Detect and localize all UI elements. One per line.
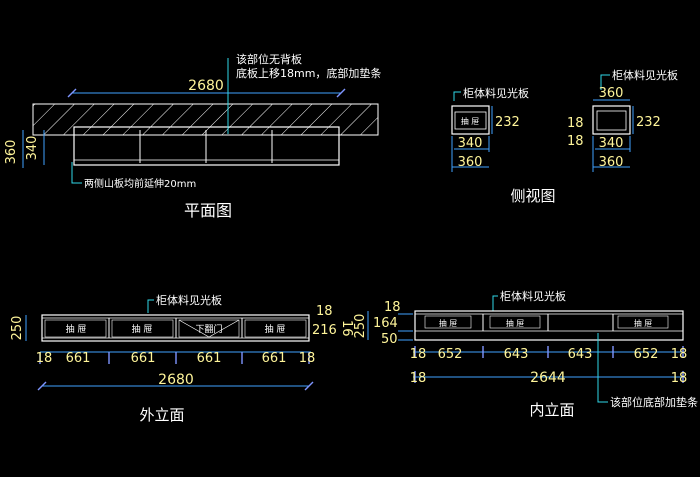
inner-dim-3: 643 <box>568 347 593 362</box>
outer-flap: 下翻门 <box>195 323 222 335</box>
plan-note-side: 两侧山板均前延伸20mm <box>84 177 196 190</box>
side-left-label: 柜体料见光板 <box>463 86 529 100</box>
inner-drawer-2: 抽 屉 <box>506 318 525 328</box>
outer-dim-1: 661 <box>66 351 91 366</box>
inner-left-height: 250 <box>353 314 368 339</box>
plan-title: 平面图 <box>184 201 232 220</box>
side-right-label: 柜体料见光板 <box>612 68 678 82</box>
plan-width-dim: 2680 <box>188 78 224 94</box>
inner-dim-0: 18 <box>410 347 427 362</box>
outer-drawer-1: 抽 屉 <box>66 323 87 335</box>
inner-note: 该部位底部加垫条 <box>610 395 698 409</box>
side-right-t2: 18 <box>567 134 584 149</box>
outer-total: 2680 <box>158 372 194 388</box>
inner-dim-4: 652 <box>634 347 659 362</box>
side-left-cabinet <box>451 105 490 135</box>
inner-dim-5: 18 <box>671 347 688 362</box>
outer-cabinet <box>41 314 310 342</box>
outer-dim-5: 18 <box>299 351 316 366</box>
plan-depth-inner: 340 <box>25 136 40 161</box>
side-right-h: 232 <box>636 115 661 130</box>
outer-dim-4: 661 <box>262 351 287 366</box>
plan-view: 2680 360 340 该部位无背板 底板上移18mm，底部加垫条 两侧山板均… <box>4 52 381 220</box>
side-right-w-outer: 360 <box>599 155 624 170</box>
side-left-w-outer: 360 <box>458 155 483 170</box>
inner-label: 柜体料见光板 <box>500 289 566 303</box>
plan-note-no-back: 该部位无背板 <box>236 52 302 66</box>
outer-dim-0: 18 <box>36 351 53 366</box>
outer-drawer-3: 抽 屉 <box>265 323 286 335</box>
inner-total-right: 18 <box>671 371 688 386</box>
inner-left-top: 18 <box>384 300 401 315</box>
plan-depth-outer: 360 <box>4 140 19 165</box>
inner-drawer-1: 抽 屉 <box>439 318 458 328</box>
outer-label: 柜体料见光板 <box>156 293 222 307</box>
side-right-t1: 18 <box>567 116 584 131</box>
plan-hatched-top <box>32 103 379 136</box>
side-right-top: 360 <box>599 86 624 101</box>
inner-drawer-3: 抽 屉 <box>634 318 653 328</box>
side-right-w-inner: 340 <box>599 136 624 151</box>
outer-title: 外立面 <box>139 406 184 424</box>
side-left-h: 232 <box>495 115 520 130</box>
side-left-w-inner: 340 <box>458 136 483 151</box>
inner-cabinet <box>414 310 684 341</box>
inner-left-bottom: 50 <box>381 332 398 347</box>
inner-total: 2644 <box>530 370 566 386</box>
outer-elevation: 柜体料见光板 抽 屉 抽 屉 下翻门 抽 屉 250 18 216 16 18 … <box>10 293 354 424</box>
inner-left-mid: 164 <box>373 316 398 331</box>
outer-drawer-2: 抽 屉 <box>132 323 153 335</box>
outer-dim-3: 661 <box>197 351 222 366</box>
side-view: 柜体料见光板 抽 屉 232 340 360 柜体料见光板 360 232 18… <box>451 68 678 205</box>
outer-right-mid: 216 <box>312 323 337 338</box>
outer-right-top: 18 <box>316 304 333 319</box>
inner-dim-2: 643 <box>504 347 529 362</box>
inner-dim-1: 652 <box>438 347 463 362</box>
side-title: 侧视图 <box>510 187 555 205</box>
outer-height: 250 <box>10 316 25 341</box>
outer-dim-2: 661 <box>131 351 156 366</box>
plan-cabinet-outline <box>73 126 340 166</box>
side-right-cabinet <box>592 105 631 135</box>
side-left-drawer: 抽 屉 <box>461 116 480 126</box>
outer-right-side: 16 <box>339 320 354 337</box>
inner-title: 内立面 <box>529 401 574 419</box>
plan-note-shelf: 底板上移18mm，底部加垫条 <box>236 66 381 80</box>
inner-total-left: 18 <box>410 371 427 386</box>
inner-elevation: 柜体料见光板 抽 屉 抽 屉 抽 屉 18 250 164 50 18 652 … <box>353 289 698 419</box>
